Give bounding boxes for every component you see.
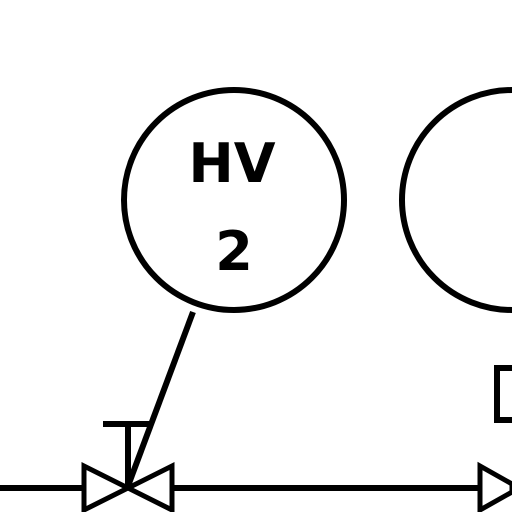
instrument-circle [121, 87, 347, 313]
downstream-valve-partial [477, 461, 512, 512]
valve-left-triangle [81, 461, 134, 512]
instrument-circle-partial [399, 87, 512, 313]
instrument-bubble[interactable]: HV 2 [121, 87, 347, 313]
hand-valve[interactable] [81, 421, 175, 512]
valve-right-triangle [122, 461, 175, 512]
instrument-loop-number: 2 [215, 220, 253, 283]
partial-bracket-symbol [494, 365, 512, 423]
instrument-leader-line [125, 310, 196, 488]
instrument-function-code: HV [189, 132, 276, 195]
